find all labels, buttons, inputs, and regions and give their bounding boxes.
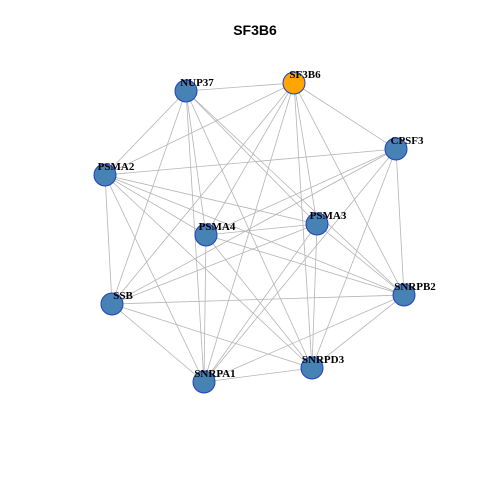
node-label-snrpb2: SNRPB2 (394, 281, 436, 293)
edge-cpsf3-psma2 (104, 148, 397, 176)
node-label-cpsf3: CPSF3 (391, 135, 425, 147)
edge-nup37-ssb (111, 90, 187, 305)
node-psma3 (305, 212, 329, 236)
edge-nup37-psma4 (185, 90, 207, 236)
edge-cpsf3-snrpb2 (395, 148, 405, 296)
node-label-snrpd3: SNRPD3 (302, 354, 345, 366)
node-snrpb2 (392, 283, 416, 307)
edge-sf3b6-cpsf3 (293, 82, 397, 150)
edge-psma4-snrpa1 (203, 234, 207, 383)
edge-psma3-snrpb2 (316, 223, 405, 296)
edge-nup37-snrpb2 (185, 90, 405, 296)
edge-sf3b6-psma2 (104, 82, 295, 176)
node-ssb (100, 292, 124, 316)
edge-psma2-snrpd3 (104, 174, 313, 369)
node-label-psma4: PSMA4 (199, 221, 236, 233)
edge-ssb-snrpb2 (111, 294, 405, 305)
node-snrpd3 (300, 356, 324, 380)
node-layer (93, 71, 416, 394)
edge-cpsf3-snrpd3 (311, 148, 397, 369)
node-label-psma3: PSMA3 (310, 210, 347, 222)
edge-cpsf3-ssb (111, 148, 397, 305)
edge-snrpb2-snrpd3 (311, 294, 405, 369)
node-snrpa1 (192, 370, 216, 394)
node-label-sf3b6: SF3B6 (289, 69, 321, 81)
edge-psma4-snrpd3 (205, 234, 313, 369)
node-nup37 (174, 79, 198, 103)
edge-sf3b6-nup37 (185, 82, 295, 92)
edge-nup37-psma3 (185, 90, 318, 225)
edge-psma4-snrpb2 (205, 234, 405, 296)
node-cpsf3 (384, 137, 408, 161)
node-label-nup37: NUP37 (180, 77, 214, 89)
node-label-psma2: PSMA2 (98, 161, 135, 173)
edge-sf3b6-ssb (111, 82, 295, 305)
node-psma2 (93, 163, 117, 187)
edge-psma2-snrpb2 (104, 174, 405, 296)
edge-snrpd3-snrpa1 (203, 367, 313, 383)
edge-sf3b6-psma4 (205, 82, 295, 236)
edge-cpsf3-psma4 (205, 148, 397, 236)
node-sf3b6 (282, 71, 306, 95)
edge-nup37-psma2 (104, 90, 187, 176)
edge-ssb-snrpa1 (111, 303, 205, 383)
edge-sf3b6-psma3 (293, 82, 318, 225)
edge-psma3-snrpd3 (311, 223, 318, 369)
edge-layer (104, 82, 405, 383)
edge-psma2-ssb (104, 174, 113, 305)
diagram-title: SF3B6 (233, 22, 277, 38)
edge-psma2-psma4 (104, 174, 207, 236)
node-label-snrpa1: SNRPA1 (194, 368, 235, 380)
edge-cpsf3-snrpa1 (203, 148, 397, 383)
edge-psma3-ssb (111, 223, 318, 305)
edge-sf3b6-snrpb2 (293, 82, 405, 296)
edge-ssb-snrpd3 (111, 303, 313, 369)
node-psma4 (194, 223, 218, 247)
node-label-ssb: SSB (113, 290, 133, 302)
edge-psma3-psma4 (205, 223, 318, 236)
edge-psma2-psma3 (104, 174, 318, 225)
edge-snrpb2-snrpa1 (203, 294, 405, 383)
edge-psma2-snrpa1 (104, 174, 205, 383)
